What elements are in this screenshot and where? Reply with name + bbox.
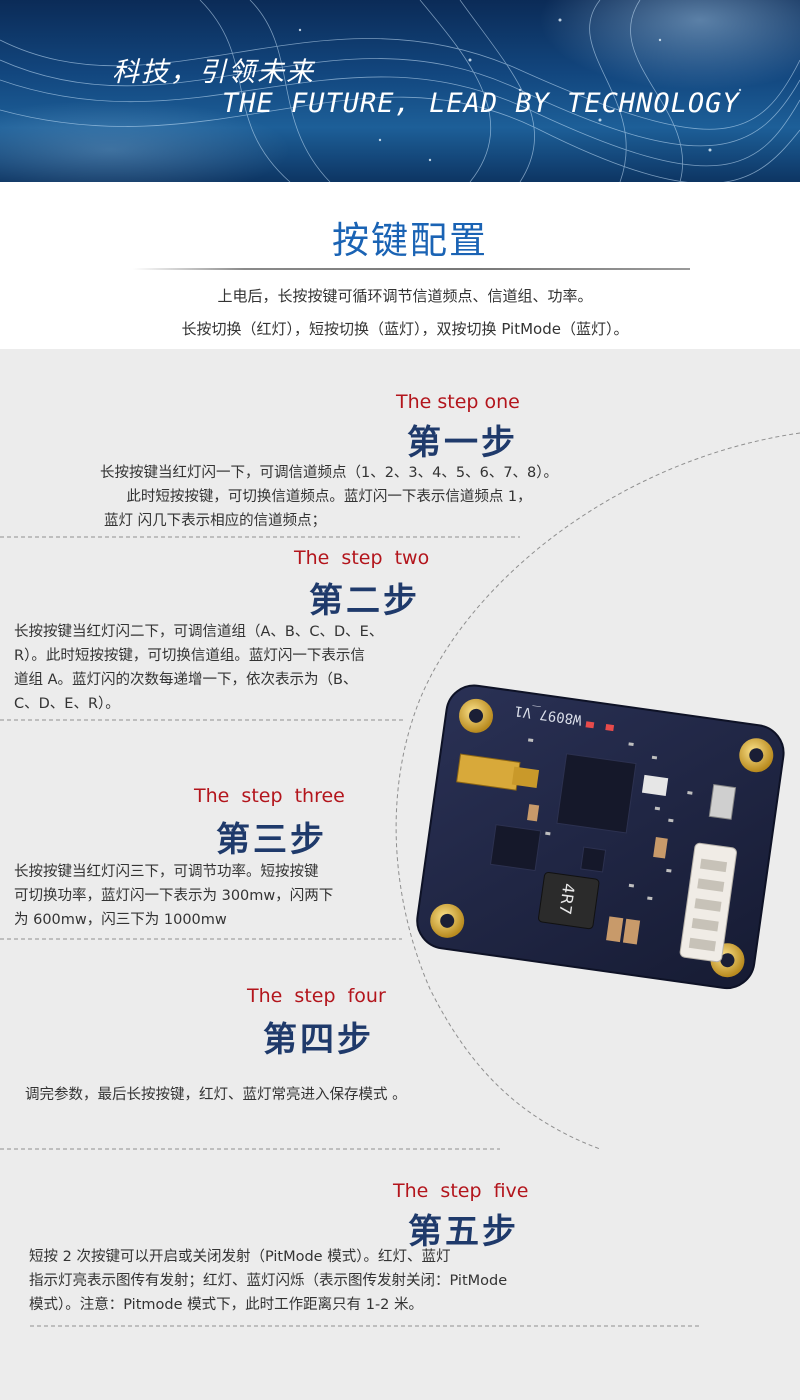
- vtx-board-image: W8097_V1 4R7: [416, 684, 785, 990]
- step-1-line: 此时短按按键，可切换信道频点。蓝灯闪一下表示信道频点 1，: [126, 489, 532, 505]
- step-3-line: 可切换功率，蓝灯闪一下表示为 300mw，闪两下: [14, 888, 334, 904]
- intro-line-2: 长按切换（红灯），短按切换（蓝灯），双按切换 PitMode（蓝灯）。: [181, 320, 629, 338]
- banner-slogan-cn: 科技，引领未来: [112, 57, 315, 88]
- step-4-title: 第四步: [263, 1020, 374, 1060]
- step-3-line: 长按按键当红灯闪三下，可调节功率。短按按键: [14, 864, 319, 880]
- step-2-line: 长按按键当红灯闪二下，可调信道组（A、B、C、D、E、: [14, 624, 384, 640]
- step-1-title: 第一步: [407, 423, 518, 463]
- step-1-description: 长按按键当红灯闪一下，可调信道频点（1、2、3、4、5、6、7、8）。 此时短按…: [59, 461, 599, 533]
- step-5-title: 第五步: [408, 1212, 519, 1252]
- step-3-line: 为 600mw，闪三下为 1000mw: [14, 912, 227, 928]
- dashed-guides: [0, 432, 800, 1327]
- banner-slogan-en: THE FUTURE, LEAD BY TECHNOLOGY: [222, 88, 740, 119]
- step-4-description: 调完参数，最后长按按键，红灯、蓝灯常亮进入保存模式 。: [25, 1083, 525, 1107]
- step-2-line: 道组 A。蓝灯闪的次数每递增一下，依次表示为（B、: [14, 672, 358, 688]
- step-2-description: 长按按键当红灯闪二下，可调信道组（A、B、C、D、E、 R）。此时短按按键，可切…: [14, 620, 444, 716]
- section-title: 按键配置: [332, 219, 488, 262]
- step-2-title: 第二步: [309, 581, 420, 621]
- intro-line-1: 上电后，长按按键可循环调节信道频点、信道组、功率。: [217, 287, 593, 305]
- step-1-line: 蓝灯 闪几下表示相应的信道频点；: [104, 513, 327, 529]
- step-4-en-label: The step four: [247, 985, 386, 1007]
- step-3-title: 第三步: [216, 820, 327, 860]
- step-2-line: C、D、E、R）。: [14, 696, 120, 712]
- step-5-line: 模式）。注意：Pitmode 模式下，此时工作距离只有 1-2 米。: [29, 1297, 424, 1313]
- inductor-mark: 4R7: [555, 882, 578, 916]
- step-5-description: 短按 2 次按键可以开启或关闭发射（PitMode 模式）。红灯、蓝灯 指示灯亮…: [29, 1245, 629, 1317]
- step-3-description: 长按按键当红灯闪三下，可调节功率。短按按键 可切换功率，蓝灯闪一下表示为 300…: [14, 860, 404, 932]
- step-5-line: 指示灯亮表示图传有发射；红灯、蓝灯闪烁（表示图传发射关闭：PitMode: [29, 1273, 508, 1289]
- step-2-en-label: The step two: [294, 547, 430, 569]
- step-5-en-label: The step five: [393, 1180, 529, 1202]
- step-2-line: R）。此时短按按键，可切换信道组。蓝灯闪一下表示信: [14, 648, 365, 664]
- step-1-en-label: The step one: [396, 391, 520, 413]
- tech-wave-graphic: [0, 0, 800, 182]
- step-5-line: 短按 2 次按键可以开启或关闭发射（PitMode 模式）。红灯、蓝灯: [29, 1249, 451, 1265]
- step-4-line: 调完参数，最后长按按键，红灯、蓝灯常亮进入保存模式 。: [25, 1087, 407, 1103]
- title-divider: [133, 268, 690, 270]
- step-1-line: 长按按键当红灯闪一下，可调信道频点（1、2、3、4、5、6、7、8）。: [99, 465, 559, 481]
- step-3-en-label: The step three: [194, 785, 345, 807]
- banner: 科技，引领未来 THE FUTURE, LEAD BY TECHNOLOGY: [0, 0, 800, 182]
